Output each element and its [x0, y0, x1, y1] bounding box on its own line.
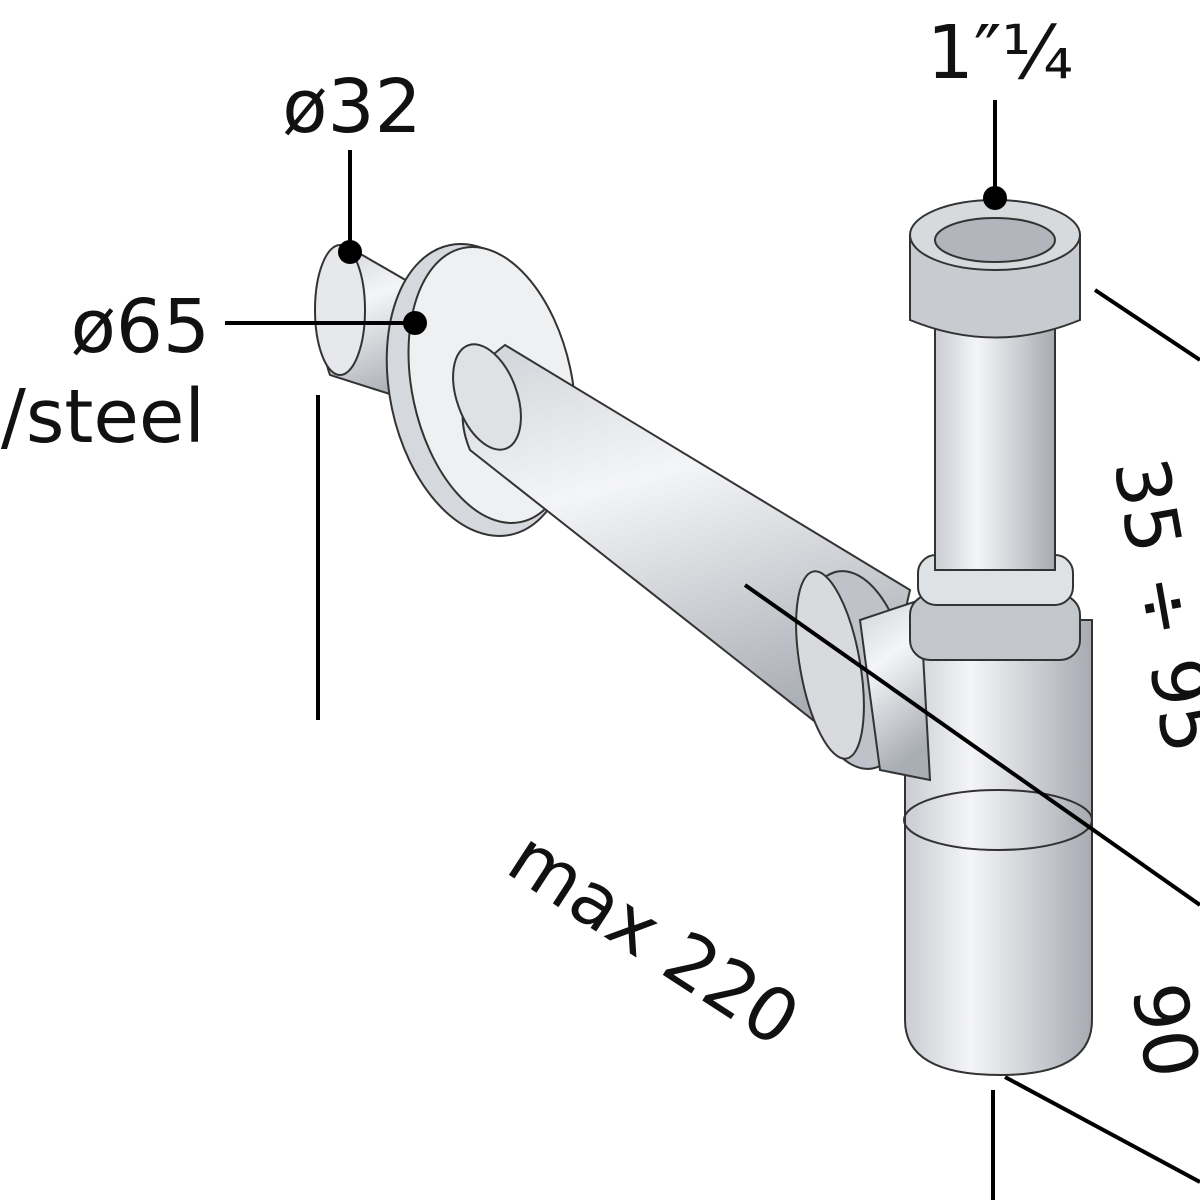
flange-dot — [403, 311, 427, 335]
length-dimension-line — [743, 583, 1200, 907]
pipe-diameter-label: ø32 — [282, 64, 421, 150]
top-nut — [909, 199, 1081, 339]
material-label: s/steel — [0, 374, 205, 460]
height-range-label: 35 ÷ 95 — [1096, 452, 1200, 760]
flange-diameter-label: ø65 — [71, 284, 210, 370]
thread-label: 1″¼ — [927, 10, 1073, 96]
depth-label: 90 — [1114, 977, 1200, 1085]
max-length-label: max 220 — [493, 814, 813, 1064]
trap-body — [858, 598, 1093, 1077]
thread-dot — [983, 186, 1007, 210]
pipe-dot — [338, 240, 362, 264]
height-dimension-line-top — [1093, 288, 1200, 362]
depth-dimension-line — [1004, 1075, 1200, 1184]
vertical-pipe — [934, 299, 1056, 571]
